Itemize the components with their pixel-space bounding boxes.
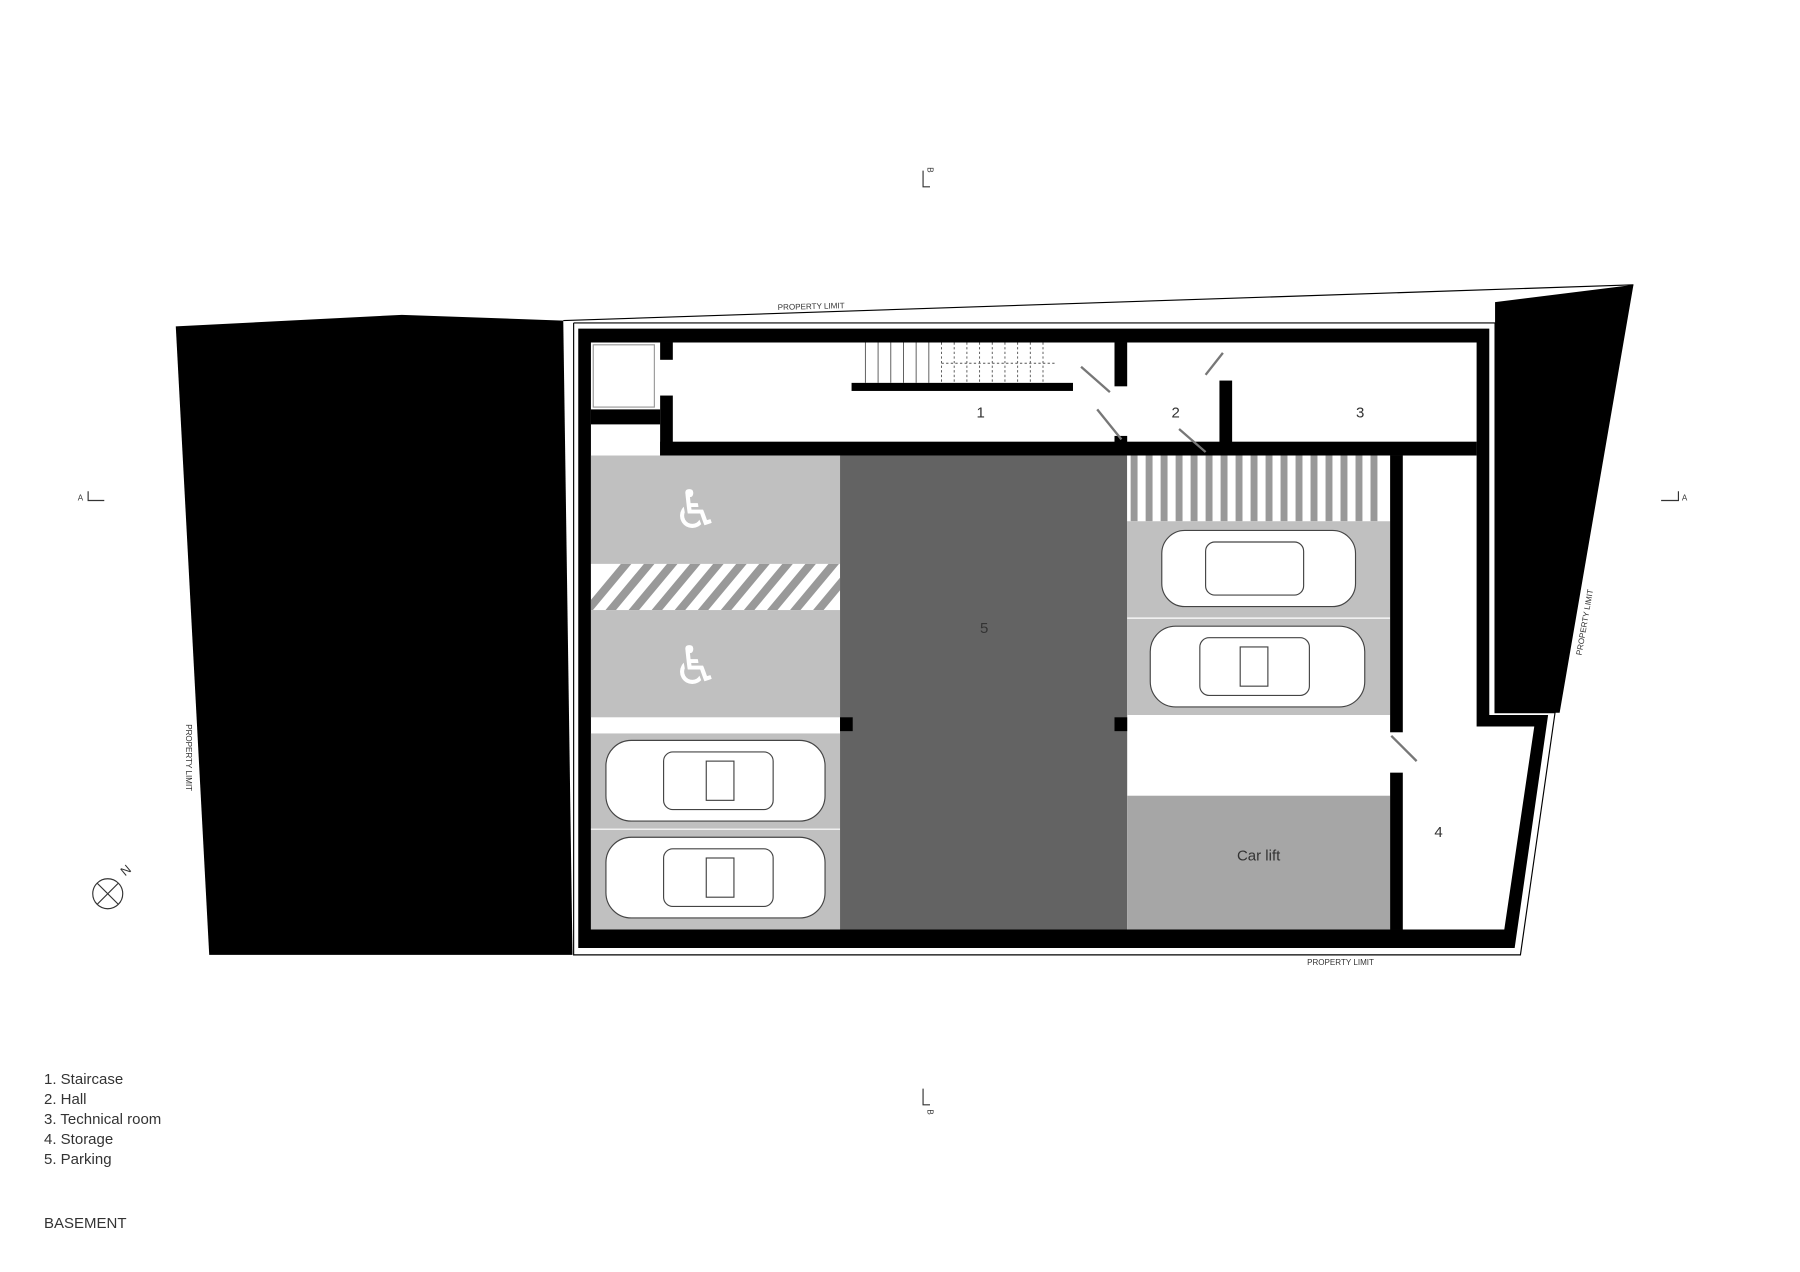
property-line-outline — [573, 322, 1556, 956]
legend-item: 1. Staircase — [44, 1071, 124, 1088]
wheelchair-icon: ♿ — [672, 635, 720, 697]
pillar — [840, 717, 853, 732]
room-label-1: 1 — [977, 404, 985, 421]
elevator-icon — [592, 344, 655, 408]
car-lift-label: Car lift — [1237, 847, 1281, 864]
property-limit-top: PROPERTY LIMIT — [778, 301, 845, 312]
wall — [660, 395, 673, 456]
legend-item: 2. Hall — [44, 1091, 87, 1108]
wheelchair-icon: ♿ — [672, 479, 720, 541]
section-marker-a-left: A — [78, 491, 105, 502]
neighbor-building-right — [1495, 284, 1634, 713]
wall — [660, 342, 673, 360]
hatched-zone — [590, 563, 841, 611]
wall — [1390, 455, 1403, 733]
staircase-icon — [864, 342, 1056, 383]
section-marker-b-top: B — [922, 167, 935, 188]
legend-item: 4. Storage — [44, 1131, 114, 1148]
stair-rail — [851, 382, 1073, 391]
north-arrow-icon: N — [92, 862, 134, 910]
room-label-2: 2 — [1171, 404, 1179, 421]
legend-item: 5. Parking — [44, 1151, 112, 1168]
wall — [1114, 342, 1128, 387]
wall — [1219, 380, 1233, 456]
room-label-3: 3 — [1356, 404, 1364, 421]
section-marker-a-right: A — [1661, 491, 1688, 502]
room-label-5: 5 — [980, 620, 988, 637]
wall — [1390, 772, 1403, 930]
pillar — [1114, 717, 1128, 732]
wall — [1114, 435, 1128, 456]
property-limit-bottom: PROPERTY LIMIT — [1307, 958, 1374, 967]
car-lift — [1127, 795, 1391, 930]
car-icon — [605, 529, 1366, 919]
pedestrian-crossing — [1127, 455, 1391, 522]
parking-stall-accessible — [590, 610, 841, 718]
parking-aisle — [840, 455, 1128, 930]
door-icon — [1080, 352, 1418, 762]
svg-text:N: N — [118, 862, 134, 879]
wall — [590, 409, 661, 425]
svg-text:A: A — [78, 493, 84, 502]
plan-title: BASEMENT — [44, 1215, 127, 1232]
svg-text:B: B — [926, 1109, 935, 1114]
section-marker-b-bottom: B — [922, 1088, 935, 1115]
legend-item: 3. Technical room — [44, 1111, 162, 1128]
wall — [660, 441, 1477, 456]
neighbor-building-left — [175, 314, 573, 955]
room-label-4: 4 — [1434, 824, 1442, 841]
svg-text:A: A — [1682, 493, 1688, 502]
property-limit-left: PROPERTY LIMIT — [184, 724, 193, 791]
parking-stall-accessible — [590, 455, 841, 564]
property-line-top — [563, 284, 1634, 322]
room-legend: 1. Staircase 2. Hall 3. Technical room 4… — [44, 1070, 161, 1170]
svg-text:B: B — [926, 167, 935, 172]
